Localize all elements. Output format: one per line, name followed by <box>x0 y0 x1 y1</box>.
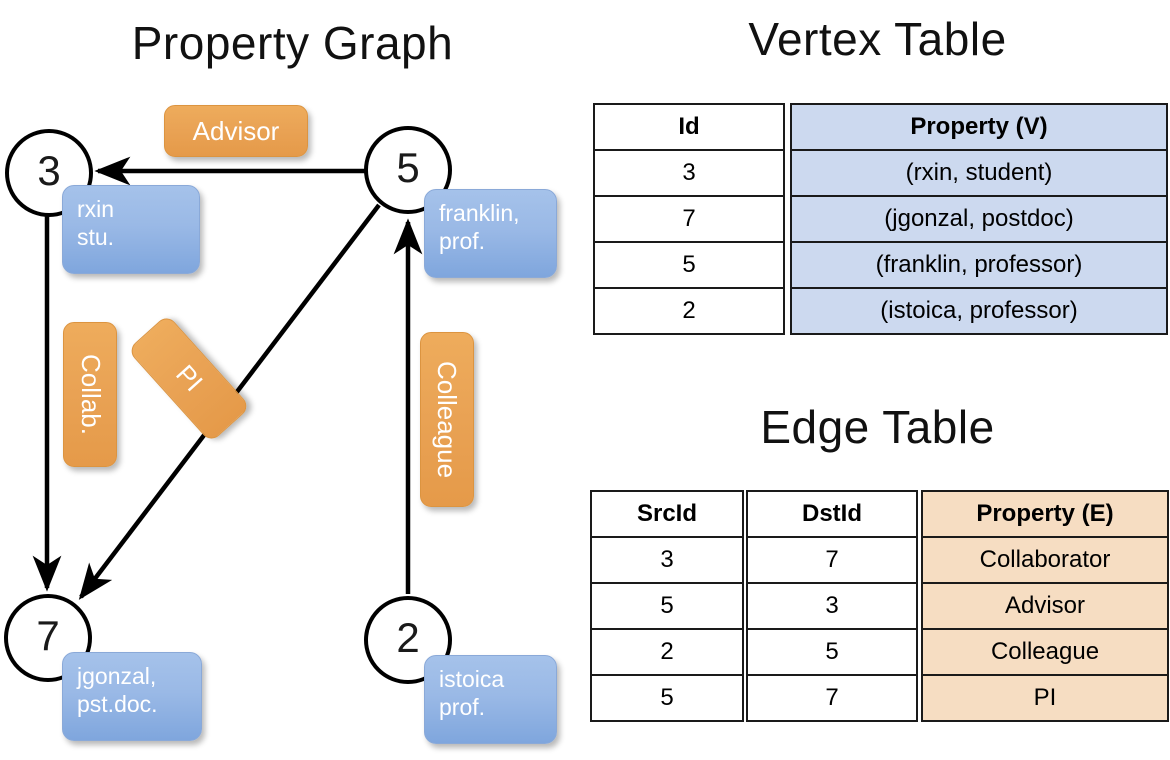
edge-table-header-srcid: SrcId <box>590 490 744 538</box>
vertex-table-cell-id: 5 <box>593 241 785 289</box>
edge-label-colleague-text: Colleague <box>432 360 463 479</box>
table-row: (jgonzal, postdoc) <box>790 195 1168 243</box>
table-row: 2 <box>590 628 744 676</box>
table-row: 3 <box>746 582 918 630</box>
table-header-row: Id <box>593 103 785 151</box>
table-header-row: SrcId <box>590 490 744 538</box>
edge-label-pi-text: PI <box>169 359 209 398</box>
edge-table-cell-dstid: 3 <box>746 582 918 630</box>
vertex-table-cell-property: (rxin, student) <box>790 149 1168 197</box>
vertex-node-7-label: 7 <box>36 612 60 659</box>
vertex-property-istoica-line1: istoica <box>439 666 505 692</box>
vertex-node-2-label: 2 <box>396 614 420 661</box>
table-row: 3 <box>590 536 744 584</box>
table-row: 7 <box>746 536 918 584</box>
vertex-property-rxin-line1: rxin <box>77 196 115 222</box>
vertex-node-5[interactable]: 5 <box>364 126 452 214</box>
vertex-table-id-column: Id 3 7 5 2 <box>593 103 785 335</box>
property-graph-diagram: 3 5 7 2 rxin stu. franklin, prof. jgonza… <box>4 105 557 744</box>
page-title-edge-table: Edge Table <box>760 401 995 453</box>
edge-table-cell-property: Collaborator <box>921 536 1169 584</box>
edge-table-dstid-column: DstId 7 3 5 7 <box>746 490 918 722</box>
vertex-table-header-property: Property (V) <box>790 103 1168 151</box>
edge-table-cell-property: PI <box>921 674 1169 722</box>
vertex-property-istoica-line2: prof. <box>439 694 486 721</box>
vertex-table-property-column: Property (V) (rxin, student) (jgonzal, p… <box>790 103 1168 335</box>
table-row: PI <box>921 674 1169 722</box>
table-row: 5 <box>593 241 785 289</box>
edge-label-collab-text: Collab. <box>75 354 106 435</box>
edge-table-property-column: Property (E) Collaborator Advisor Collea… <box>921 490 1169 722</box>
table-row: 5 <box>746 628 918 676</box>
vertex-property-box-jgonzal: jgonzal, pst.doc. <box>62 652 202 741</box>
vertex-table-cell-id: 2 <box>593 287 785 335</box>
edge-table-header-dstid: DstId <box>746 490 918 538</box>
vertex-property-box-istoica: istoica prof. <box>424 655 557 744</box>
edge-label-advisor-text: Advisor <box>192 115 280 146</box>
edge-table-cell-srcid: 3 <box>590 536 744 584</box>
edge-table-cell-dstid: 7 <box>746 674 918 722</box>
edge-table-header-property: Property (E) <box>921 490 1169 538</box>
vertex-property-franklin-line1: franklin, <box>439 200 520 226</box>
table-row: (franklin, professor) <box>790 241 1168 289</box>
table-row: (rxin, student) <box>790 149 1168 197</box>
vertex-table-cell-property: (jgonzal, postdoc) <box>790 195 1168 243</box>
table-header-row: Property (V) <box>790 103 1168 151</box>
edge-table-cell-property: Advisor <box>921 582 1169 630</box>
table-row: 7 <box>593 195 785 243</box>
edge-table-cell-property: Colleague <box>921 628 1169 676</box>
edge-label-collab: Collab. <box>63 322 117 467</box>
table-row: Colleague <box>921 628 1169 676</box>
table-row: 7 <box>746 674 918 722</box>
page-title-property-graph: Property Graph <box>131 17 454 69</box>
vertex-table-cell-property: (istoica, professor) <box>790 287 1168 335</box>
table-row: Advisor <box>921 582 1169 630</box>
vertex-node-5-label: 5 <box>396 144 420 191</box>
edge-table-cell-dstid: 5 <box>746 628 918 676</box>
edge-table-cell-srcid: 5 <box>590 674 744 722</box>
edge-table-cell-dstid: 7 <box>746 536 918 584</box>
vertex-node-2[interactable]: 2 <box>364 596 452 684</box>
vertex-property-box-rxin: rxin stu. <box>62 185 200 274</box>
vertex-table-cell-property: (franklin, professor) <box>790 241 1168 289</box>
table-row: 2 <box>593 287 785 335</box>
edge-table-srcid-column: SrcId 3 5 2 5 <box>590 490 744 722</box>
vertex-table-header-id: Id <box>593 103 785 151</box>
edge-table-cell-srcid: 5 <box>590 582 744 630</box>
table-row: Collaborator <box>921 536 1169 584</box>
vertex-property-rxin-line2: stu. <box>77 224 115 251</box>
edge-label-colleague: Colleague <box>420 332 474 507</box>
vertex-table-cell-id: 7 <box>593 195 785 243</box>
table-row: 5 <box>590 674 744 722</box>
vertex-property-box-franklin: franklin, prof. <box>424 189 557 278</box>
vertex-property-jgonzal-line2: pst.doc. <box>77 691 158 718</box>
table-row: 3 <box>593 149 785 197</box>
table-header-row: Property (E) <box>921 490 1169 538</box>
table-row: (istoica, professor) <box>790 287 1168 335</box>
vertex-table-cell-id: 3 <box>593 149 785 197</box>
table-header-row: DstId <box>746 490 918 538</box>
edge-table-cell-srcid: 2 <box>590 628 744 676</box>
table-row: 5 <box>590 582 744 630</box>
page-title-vertex-table: Vertex Table <box>748 13 1007 65</box>
vertex-node-3-label: 3 <box>37 147 61 194</box>
edge-label-advisor: Advisor <box>164 105 308 157</box>
vertex-property-jgonzal-line1: jgonzal, <box>77 663 157 689</box>
vertex-property-franklin-line2: prof. <box>439 228 486 255</box>
